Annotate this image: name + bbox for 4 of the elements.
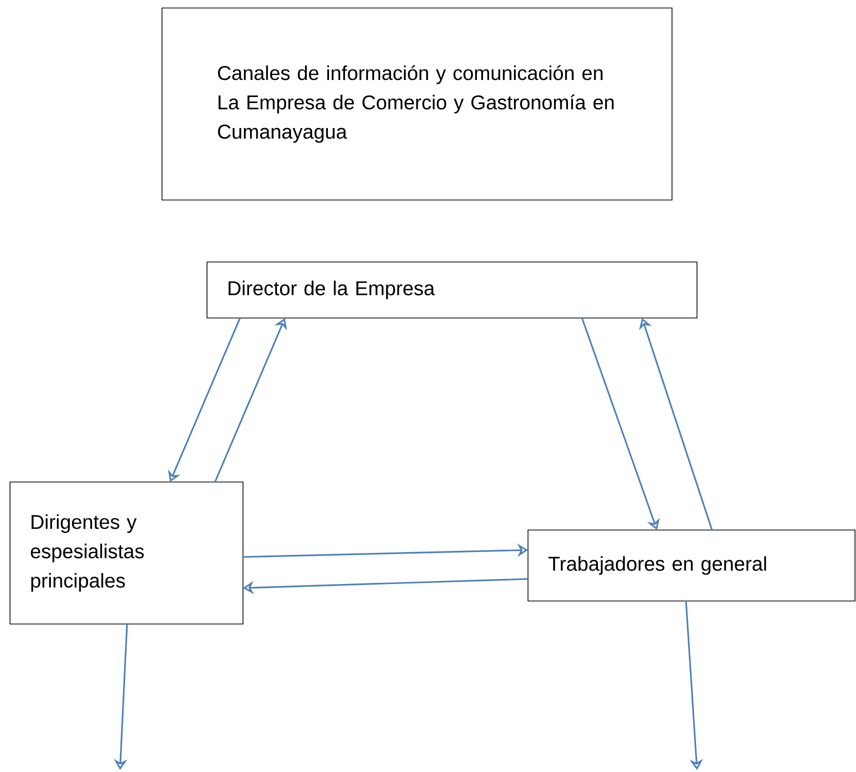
text-box: Canales de información y comunicación en La Empresa de Comercio y Gastronomía en Cumanayagua	[162, 8, 672, 200]
text-box: Director de la Empresa	[206, 262, 698, 318]
text-box: Dirigentes y espesialistas principales	[10, 482, 244, 624]
text-box: Trabajadores en general	[528, 530, 856, 602]
